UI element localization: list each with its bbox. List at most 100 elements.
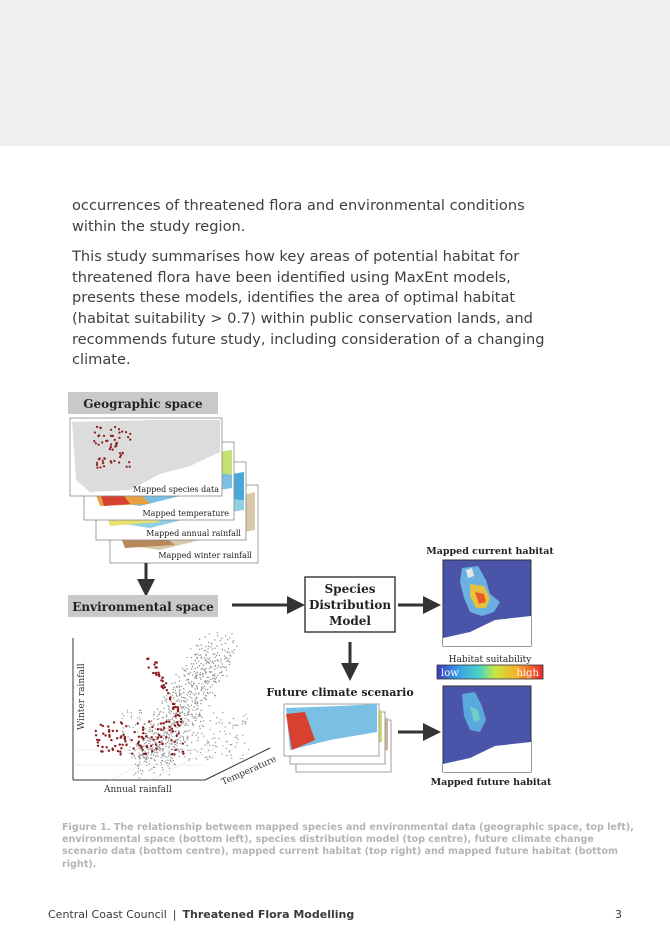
background-point xyxy=(177,749,179,752)
species-environment-point xyxy=(171,730,175,733)
species-environment-point xyxy=(162,722,165,725)
species-point xyxy=(93,440,96,443)
species-point xyxy=(113,438,116,441)
background-point xyxy=(191,734,193,736)
background-point xyxy=(194,700,196,702)
species-environment-point xyxy=(147,666,150,669)
background-point xyxy=(186,738,188,741)
background-point xyxy=(169,759,172,761)
suitability-scale: low high xyxy=(436,664,544,680)
background-point xyxy=(162,738,165,740)
species-environment-point xyxy=(161,680,164,683)
species-environment-point xyxy=(108,735,111,738)
background-point xyxy=(242,734,244,736)
background-point xyxy=(195,717,198,720)
background-point xyxy=(203,691,205,693)
background-point xyxy=(225,657,227,659)
background-point xyxy=(175,739,177,741)
species-point xyxy=(121,430,124,433)
background-point xyxy=(156,746,159,748)
background-point xyxy=(200,662,203,665)
figure-1: Geographic space Mapped winter rainfall … xyxy=(68,392,554,795)
background-point xyxy=(198,725,201,728)
background-point xyxy=(209,757,211,759)
background-point xyxy=(214,656,216,658)
background-point xyxy=(218,654,220,656)
background-point xyxy=(212,653,214,655)
species-point xyxy=(110,434,113,437)
background-point xyxy=(216,717,218,719)
background-point xyxy=(219,666,222,669)
background-point xyxy=(221,648,224,651)
background-point xyxy=(210,678,212,681)
background-point xyxy=(168,706,170,708)
background-point xyxy=(203,685,206,687)
species-environment-point xyxy=(155,673,158,677)
environmental-scatter: Winter rainfall Annual rainfall Temperat… xyxy=(72,632,278,795)
species-point xyxy=(101,441,104,444)
background-point xyxy=(231,757,233,760)
background-point xyxy=(135,772,137,774)
species-environment-point xyxy=(174,715,177,718)
background-point xyxy=(166,701,168,703)
background-point xyxy=(170,732,172,734)
background-point xyxy=(206,688,209,691)
background-point xyxy=(186,713,189,715)
background-point xyxy=(187,703,189,706)
background-point xyxy=(203,650,205,652)
species-environment-point xyxy=(105,746,108,749)
background-point xyxy=(141,751,144,753)
background-point xyxy=(206,740,209,742)
background-point xyxy=(183,700,185,702)
species-environment-point xyxy=(133,730,136,734)
background-point xyxy=(170,748,173,751)
future-scenario-stack xyxy=(283,703,392,773)
species-point xyxy=(114,425,117,429)
background-point xyxy=(231,633,233,635)
background-point xyxy=(139,716,141,719)
background-point xyxy=(153,723,155,725)
species-environment-point xyxy=(176,708,180,711)
background-point xyxy=(186,694,188,696)
background-point xyxy=(198,665,201,667)
background-point xyxy=(138,756,140,758)
background-point xyxy=(128,725,130,727)
species-environment-point xyxy=(140,746,143,749)
species-environment-point xyxy=(151,725,154,729)
background-point xyxy=(170,756,172,759)
background-point xyxy=(201,683,203,685)
background-point xyxy=(194,702,196,704)
background-point xyxy=(203,669,206,671)
background-point xyxy=(164,731,166,733)
species-environment-point xyxy=(156,728,160,731)
species-environment-point xyxy=(141,748,144,751)
species-environment-point xyxy=(121,743,124,746)
species-environment-point xyxy=(101,745,104,749)
background-point xyxy=(129,752,131,755)
background-point xyxy=(225,740,227,742)
species-environment-point xyxy=(154,743,158,746)
background-point xyxy=(214,678,216,680)
background-point xyxy=(154,760,156,762)
background-point xyxy=(196,704,199,707)
background-point xyxy=(184,717,186,720)
background-point xyxy=(156,763,158,765)
species-environment-point xyxy=(150,744,153,748)
background-point xyxy=(132,726,134,728)
background-point xyxy=(215,722,217,724)
background-point xyxy=(121,712,124,715)
background-point xyxy=(136,731,139,733)
background-point xyxy=(220,658,222,660)
background-point xyxy=(202,725,204,728)
species-environment-point xyxy=(158,733,161,737)
background-point xyxy=(230,754,232,756)
background-point xyxy=(228,663,231,666)
species-environment-point xyxy=(143,752,146,756)
model-line-3: Model xyxy=(329,614,371,628)
species-point xyxy=(95,461,99,464)
background-point xyxy=(209,728,211,731)
species-environment-points xyxy=(94,657,185,756)
background-point xyxy=(175,712,178,714)
background-point xyxy=(190,704,193,706)
background-point xyxy=(228,750,230,752)
